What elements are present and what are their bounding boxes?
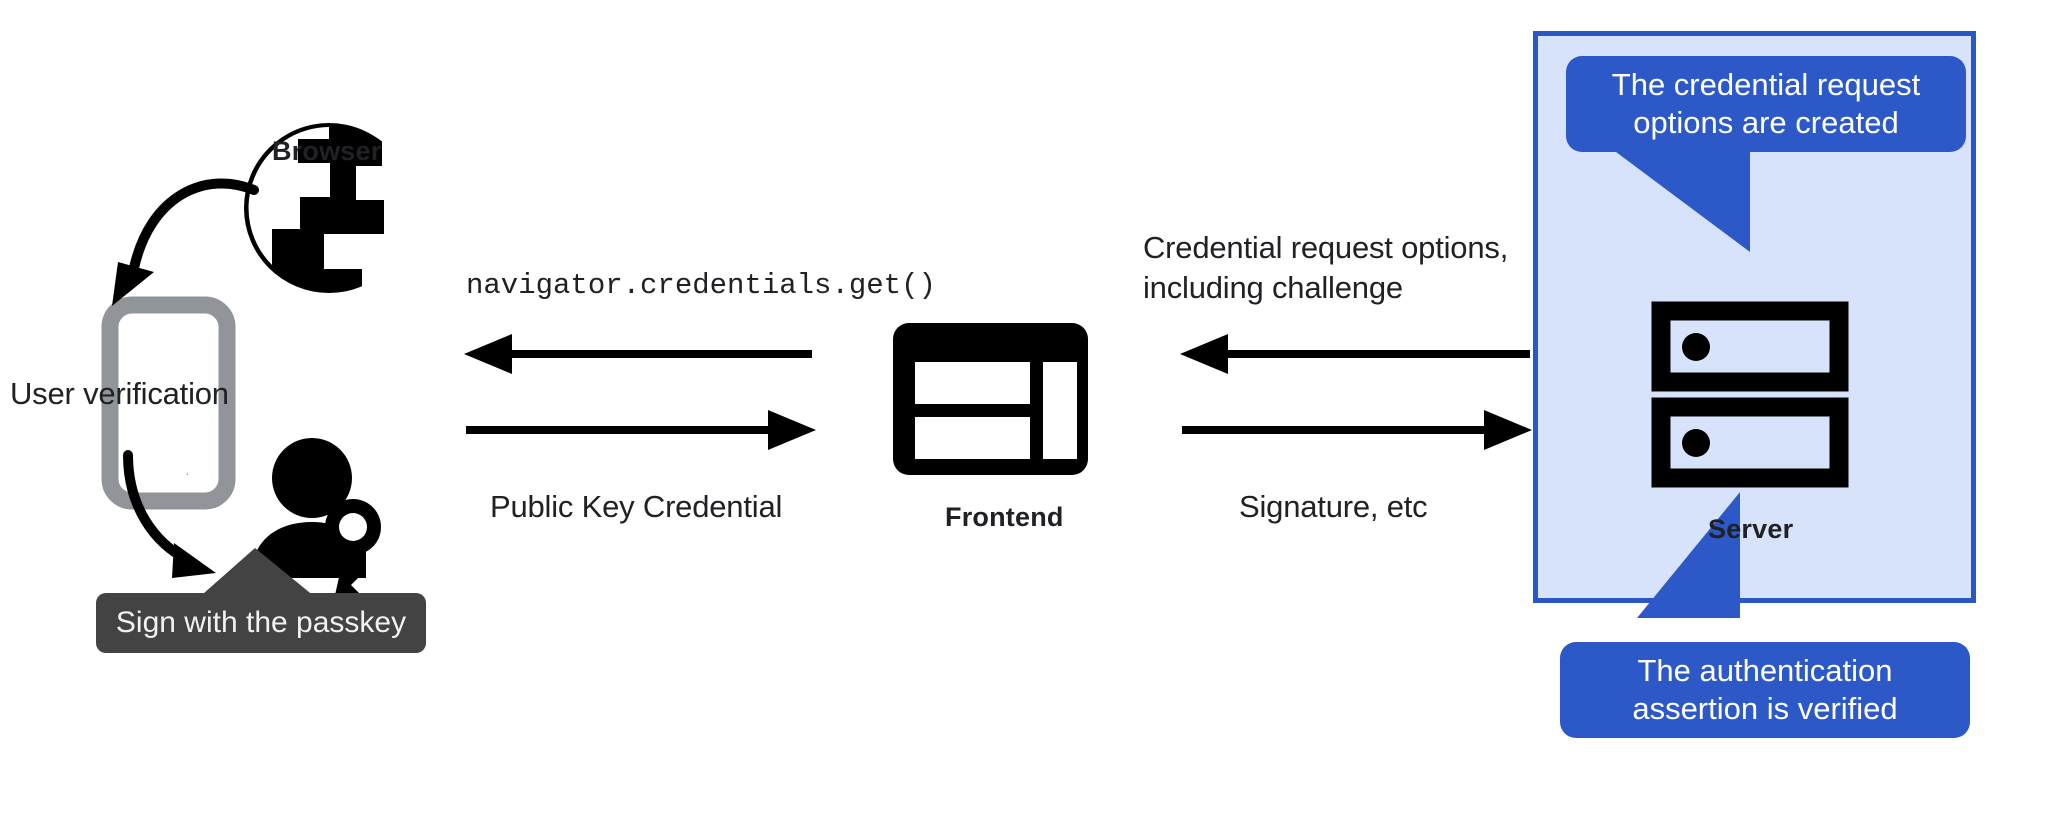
web-layout-icon [893,323,1088,475]
browser-label: Browser [272,136,382,166]
arrow-phone-to-user [123,450,216,578]
passkey-tooltip: Sign with the passkey [96,593,426,653]
arrow-frontend-to-server [1182,410,1532,450]
frontend-label: Frontend [945,502,1064,532]
arrow-frontend-to-browser [464,334,812,374]
credential-request-options-line1: Credential request options, [1143,230,1509,265]
callout-authentication-assertion-verified: The authentication assertion is verified [1560,642,1970,738]
navigator-credentials-get-label: navigator.credentials.get() [466,269,936,302]
public-key-credential-label: Public Key Credential [490,489,783,524]
person-with-key-icon [252,438,381,609]
server-label: Server [1708,514,1794,544]
signature-etc-label: Signature, etc [1239,489,1428,524]
arrow-browser-to-phone [112,178,259,306]
credential-request-options-line2: including challenge [1143,270,1403,305]
arrow-browser-to-frontend [466,410,816,450]
callout-credential-request-created: The credential request options are creat… [1566,56,1966,152]
user-verification-label: User verification [10,376,229,411]
arrow-server-to-frontend [1180,334,1530,374]
